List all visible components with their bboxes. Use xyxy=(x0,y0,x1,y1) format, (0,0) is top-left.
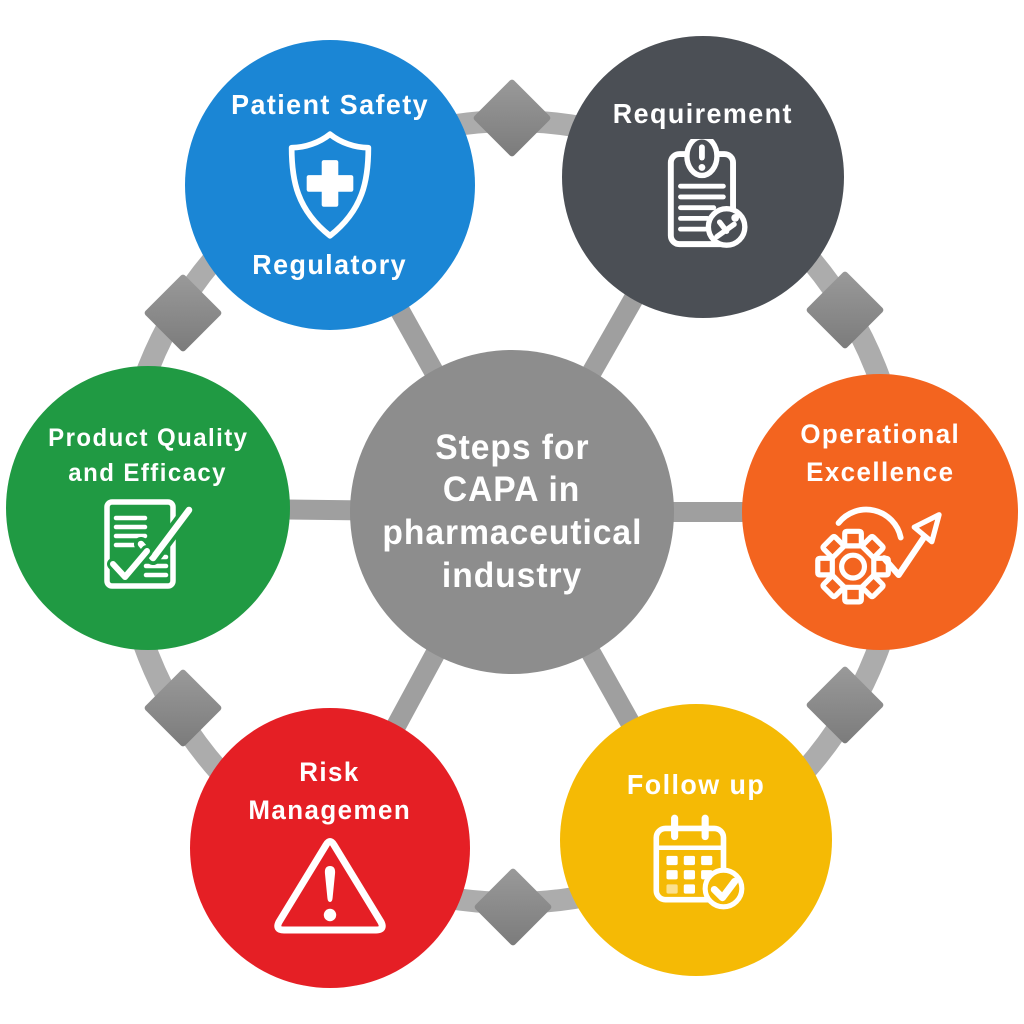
node-patient-safety: Patient Safety Regulatory xyxy=(185,40,475,330)
shield-cross-icon xyxy=(288,131,372,239)
node-operational-excellence: Operational Excellence xyxy=(742,374,1018,650)
document-alert-icon xyxy=(667,139,748,248)
risk-label-line1: Risk xyxy=(299,757,361,788)
product-quality-label-line1: Product Quality xyxy=(47,423,249,452)
operational-label-line2: Excellence xyxy=(805,457,955,487)
node-risk-management: Risk Managemen xyxy=(190,708,470,988)
warning-triangle-icon xyxy=(274,838,386,934)
regulatory-label: Regulatory xyxy=(252,249,408,280)
follow-up-label: Follow up xyxy=(626,768,766,800)
ring-diamonds xyxy=(144,79,884,946)
center-title-line: CAPA in xyxy=(443,470,581,510)
risk-label-line2: Managemen xyxy=(248,795,412,825)
patient-safety-label: Patient Safety xyxy=(231,88,429,120)
center-title-line: industry xyxy=(441,555,583,595)
node-requirement: Requirement xyxy=(562,36,844,318)
node-follow-up: Follow up xyxy=(560,704,832,976)
checklist-check-icon xyxy=(104,498,196,589)
node-product-quality: Product Quality and Efficacy xyxy=(6,366,290,650)
center-title-line: Steps for xyxy=(434,427,590,467)
requirement-label: Requirement xyxy=(612,97,794,129)
center-title-line: pharmaceutical xyxy=(382,513,642,552)
operational-label-line1: Operational xyxy=(800,419,960,450)
gear-growth-arrow-icon xyxy=(815,506,942,605)
center-node-title: Steps for CAPA in pharmaceutical industr… xyxy=(350,350,674,674)
calendar-clock-check-icon xyxy=(653,814,745,910)
product-quality-label-line2: and Efficacy xyxy=(68,459,228,487)
